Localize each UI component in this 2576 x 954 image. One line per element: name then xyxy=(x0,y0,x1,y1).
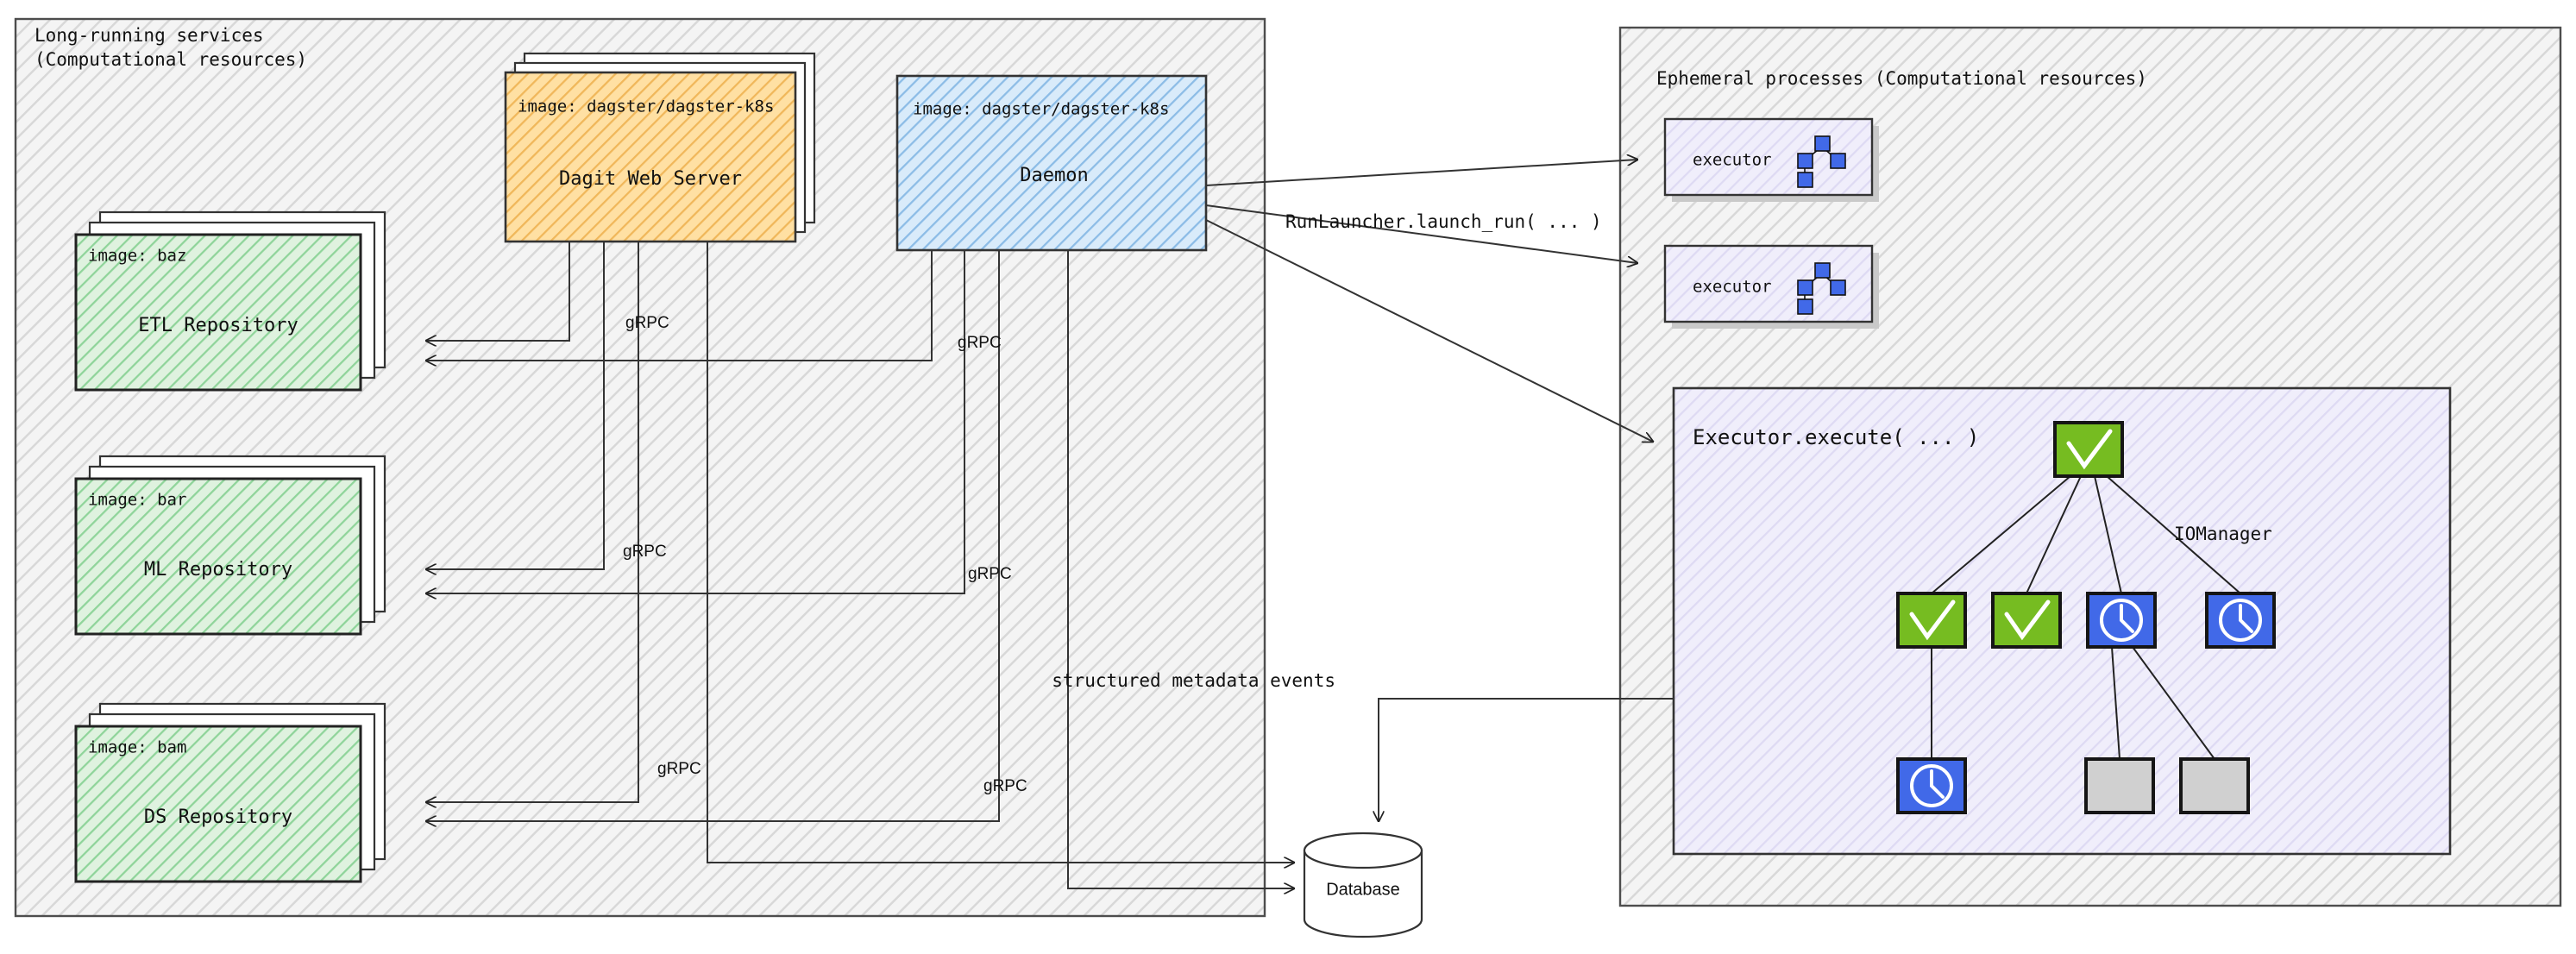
run-launcher-connections xyxy=(1205,160,1653,442)
panel-ephemeral-label: Ephemeral processes (Computational resou… xyxy=(1656,68,2147,89)
metadata-events-connection xyxy=(1379,698,1674,821)
grpc-labels: gRPC gRPC gRPC gRPC gRPC gRPC xyxy=(623,314,1027,795)
dag-node-queued[interactable] xyxy=(2205,592,2276,649)
metadata-events-label: structured metadata events xyxy=(1052,670,1335,691)
grpc-label: gRPC xyxy=(657,760,701,778)
dag-node-queued[interactable] xyxy=(1896,757,1967,814)
executor-label: executor xyxy=(1693,151,1772,170)
daemon-title: Daemon xyxy=(1020,165,1088,186)
etl-image-label: image: baz xyxy=(88,247,186,266)
grpc-label: gRPC xyxy=(958,334,1002,352)
service-daemon[interactable]: image: dagster/dagster-k8s Daemon xyxy=(895,74,1208,252)
ds-title: DS Repository xyxy=(144,807,292,828)
executor-box-1[interactable]: executor xyxy=(1663,117,1879,202)
executor-execute-panel: Executor.execute( ... ) IOManager xyxy=(1672,386,2452,856)
ml-title: ML Repository xyxy=(144,559,292,581)
dag-node-pending[interactable] xyxy=(2179,757,2250,814)
grpc-label: gRPC xyxy=(983,777,1027,795)
dag-node-success[interactable] xyxy=(1896,592,1967,649)
dag-node-queued[interactable] xyxy=(2086,592,2157,649)
daemon-image-label: image: dagster/dagster-k8s xyxy=(913,100,1169,119)
dag-node-success[interactable] xyxy=(2053,421,2124,478)
panel-long-running-label-line2: (Computational resources) xyxy=(35,49,307,70)
dag-edges xyxy=(1931,475,2241,760)
executor-box-2[interactable]: executor xyxy=(1663,244,1879,329)
ml-image-label: image: bar xyxy=(88,491,186,510)
grpc-label: gRPC xyxy=(968,565,1012,583)
grpc-label: gRPC xyxy=(623,543,667,561)
iomanager-label: IOManager xyxy=(2174,524,2272,544)
repository-ds[interactable]: image: bam DS Repository xyxy=(74,702,386,883)
database-label: Database xyxy=(1326,880,1400,899)
dag-node-success[interactable] xyxy=(1991,592,2062,649)
dagit-image-label: image: dagster/dagster-k8s xyxy=(518,97,774,116)
panel-long-running-label-line1: Long-running services xyxy=(35,25,264,46)
grpc-label: gRPC xyxy=(625,314,669,332)
dag-node-pending[interactable] xyxy=(2084,757,2155,814)
database-connections xyxy=(707,242,1294,888)
mini-dag-icon xyxy=(1797,262,1846,315)
mini-dag-icon xyxy=(1797,135,1846,188)
executor-label: executor xyxy=(1693,278,1772,297)
executor-execute-label: Executor.execute( ... ) xyxy=(1693,425,1979,449)
dagit-title: Dagit Web Server xyxy=(559,168,742,190)
grpc-connections xyxy=(426,242,1000,821)
run-launcher-label: RunLauncher.launch_run( ... ) xyxy=(1285,211,1602,232)
repository-ml[interactable]: image: bar ML Repository xyxy=(74,455,386,636)
ds-image-label: image: bam xyxy=(88,738,186,757)
database-cylinder[interactable]: Database xyxy=(1303,832,1423,938)
repository-etl[interactable]: image: baz ETL Repository xyxy=(74,210,386,392)
etl-title: ETL Repository xyxy=(138,315,298,336)
service-dagit-web-server[interactable]: image: dagster/dagster-k8s Dagit Web Ser… xyxy=(504,52,816,243)
